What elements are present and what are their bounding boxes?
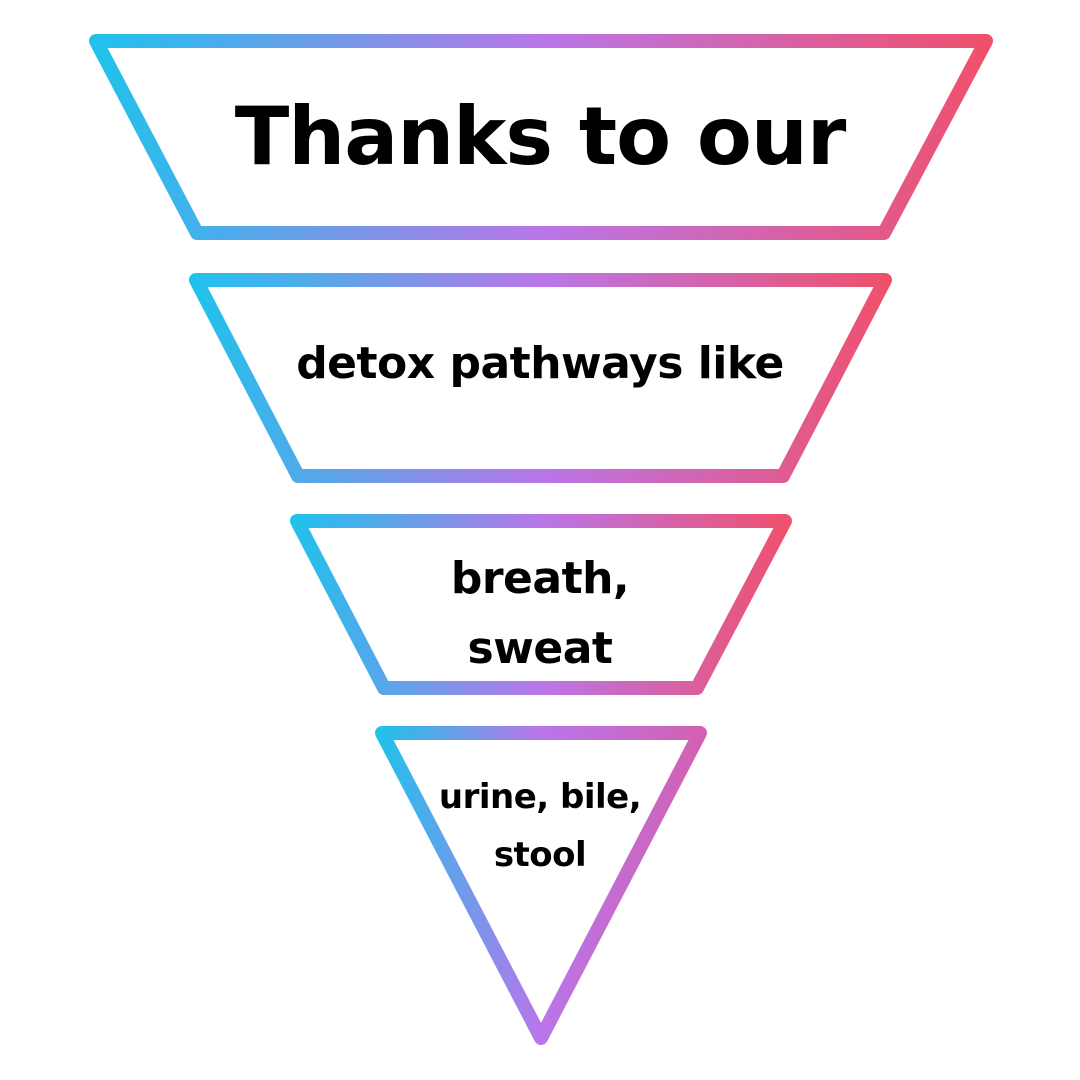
funnel-stage-4-outline [375, 726, 707, 1045]
funnel-stage-4-label: urine, bile, stool [438, 777, 642, 875]
funnel-stage-1-outline [89, 34, 993, 240]
funnel-stage-2-outline [189, 273, 892, 483]
funnel-stage-3-label: breath, sweat [450, 553, 630, 674]
funnel-stage-1-label: Thanks to our [234, 90, 847, 183]
funnel-stage-2-label: detox pathways like [296, 338, 784, 389]
funnel-stage-3-outline [290, 514, 792, 695]
